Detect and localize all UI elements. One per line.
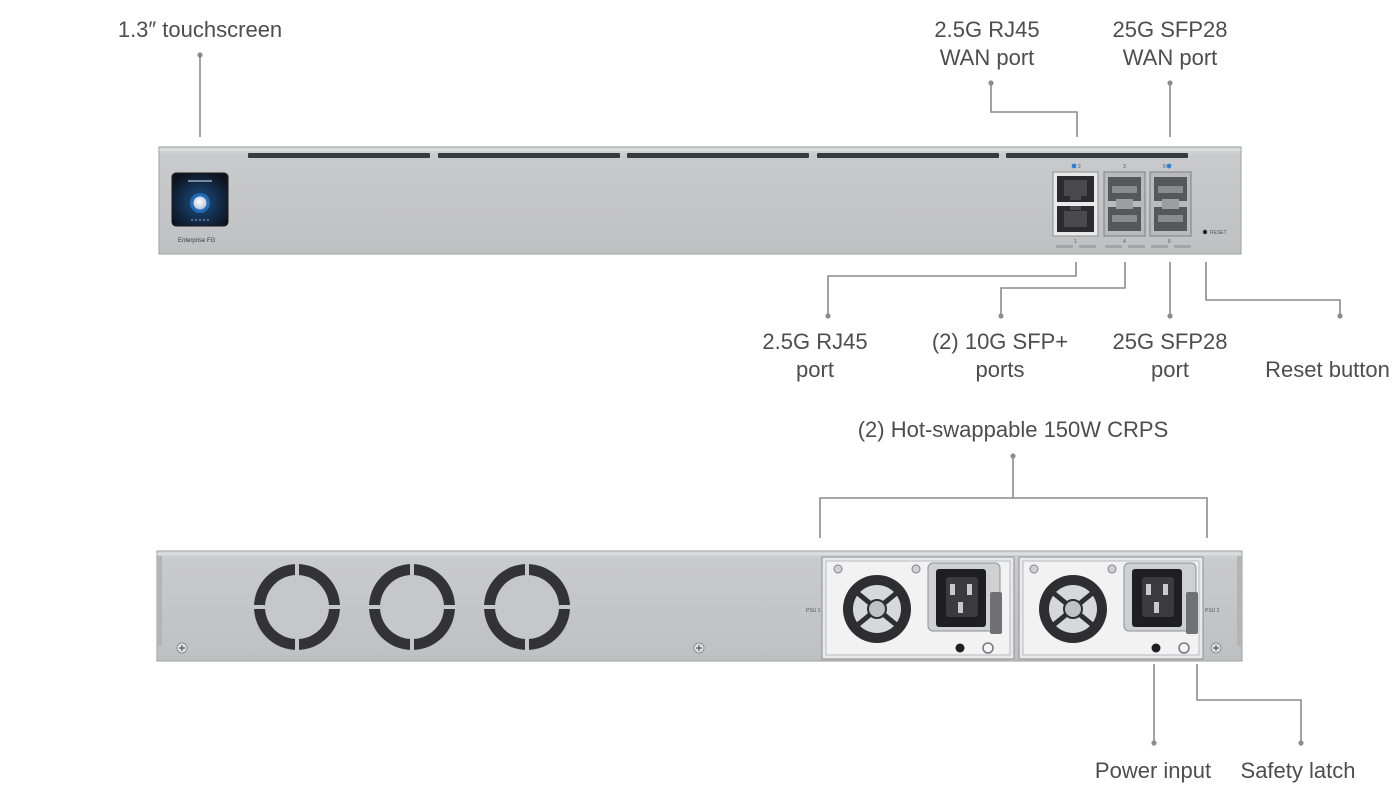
port-number-3: 3 (1123, 164, 1126, 170)
lan-rj45-label-line-1: 2.5G RJ45 (762, 329, 868, 354)
front-vents (248, 153, 1188, 158)
lan-sfp28-label-line-2: port (1151, 357, 1189, 382)
reset-text: RESET (1210, 230, 1227, 236)
psu-module-1: PSU 1 (806, 556, 1015, 660)
psu-module-2: PSU 2 (1018, 556, 1220, 660)
port-number-1: 1 (1074, 239, 1077, 245)
touchscreen-label: 1.3″ touchscreen (117, 17, 283, 42)
rear-leader-dots (1010, 453, 1304, 746)
brand-text: Enterprise FG (178, 238, 216, 244)
fan-1 (254, 564, 340, 650)
psu-slot-label-1: PSU 1 (806, 608, 821, 614)
sfp28-cage: 5 6 (1149, 163, 1192, 248)
sfp-plus-leader (1000, 262, 1126, 316)
psu-label: (2) Hot-swappable 150W CRPS (857, 417, 1169, 442)
wan-rj45-label-line-2: WAN port (939, 45, 1035, 70)
sfp-plus-cage: 3 4 (1103, 164, 1146, 248)
reset-label: Reset button (1265, 357, 1390, 382)
front-leader-dots (197, 52, 1343, 319)
reset-button: RESET (1202, 229, 1227, 236)
front-leader-lines (199, 55, 1341, 316)
lan-rj45-label-line-2: port (796, 357, 834, 382)
touchscreen (171, 172, 229, 227)
psu-slot-label-2: PSU 2 (1205, 608, 1220, 614)
lan-sfp28-label: 25G SFP28 port (1100, 328, 1240, 384)
wan-rj45-label-line-1: 2.5G RJ45 (934, 17, 1040, 42)
sfp-plus-label-line-2: ports (975, 357, 1025, 382)
front-panel: Enterprise FG 2 1 3 4 (158, 146, 1242, 255)
rear-leader-lines (819, 456, 1302, 743)
rear-fans (254, 564, 570, 650)
wan-rj45-leader (990, 83, 1078, 137)
wan-sfp28-label-line-2: WAN port (1122, 45, 1218, 70)
power-input-label: Power input (1094, 758, 1212, 783)
safety-latch-label: Safety latch (1240, 758, 1356, 783)
rear-panel: PSU 1 PSU 2 (156, 550, 1243, 662)
port-number-2: 2 (1078, 164, 1081, 170)
lan-rj45-label: 2.5G RJ45 port (745, 328, 885, 384)
port-number-5: 5 (1163, 164, 1166, 170)
wan-sfp28-label: 25G SFP28 WAN port (1100, 16, 1240, 72)
rear-screws (176, 642, 1222, 654)
lan-rj45-leader (827, 262, 1077, 316)
port-number-6: 6 (1168, 239, 1171, 245)
reset-leader (1205, 262, 1341, 316)
fan-2 (369, 564, 455, 650)
wan-sfp28-label-line-1: 25G SFP28 (1112, 17, 1228, 42)
fan-3 (484, 564, 570, 650)
psu-bracket (819, 497, 1208, 538)
safety-latch-leader (1196, 664, 1302, 743)
port-number-4: 4 (1123, 239, 1126, 245)
lan-sfp28-label-line-1: 25G SFP28 (1112, 329, 1228, 354)
wan-rj45-label: 2.5G RJ45 WAN port (917, 16, 1057, 72)
rj45-ports: 2 1 (1052, 163, 1099, 248)
sfp-plus-label: (2) 10G SFP+ ports (915, 328, 1085, 384)
sfp-plus-label-line-1: (2) 10G SFP+ (931, 329, 1069, 354)
